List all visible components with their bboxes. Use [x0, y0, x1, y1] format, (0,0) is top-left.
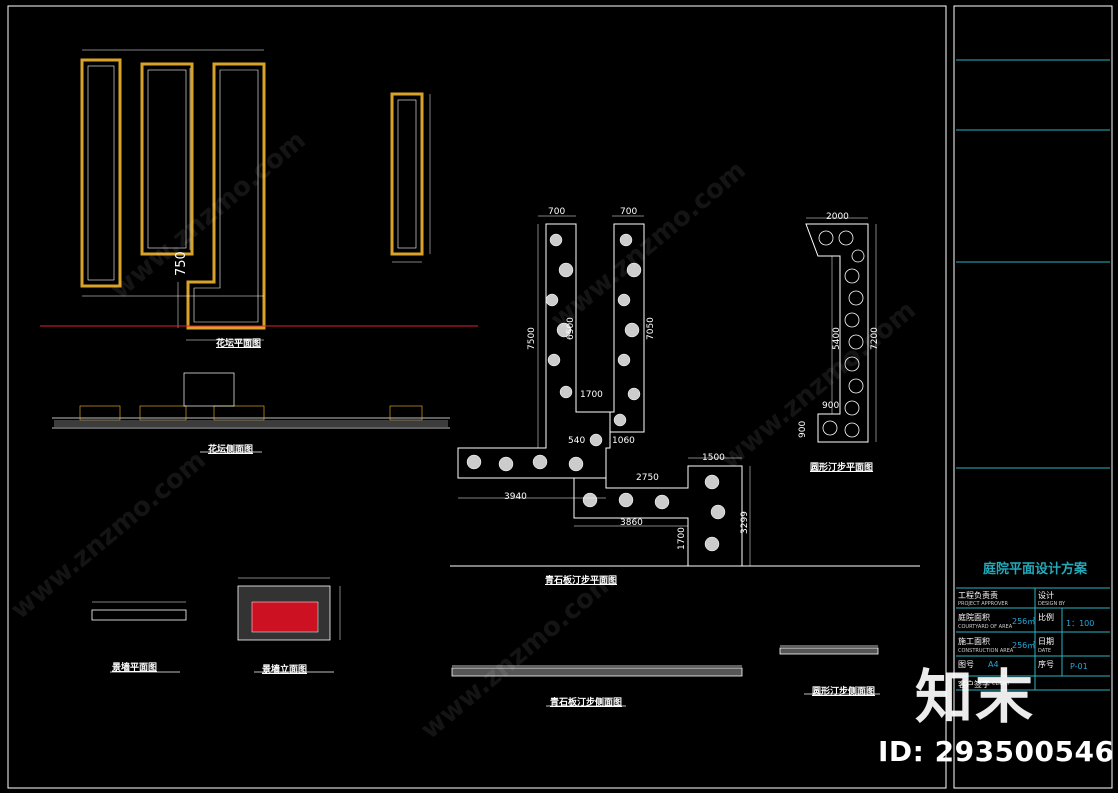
planter-plan-title: 花坛平面图: [216, 339, 262, 349]
dim-path-3940: 3940: [504, 492, 527, 502]
dim-path-7500: 7500: [527, 327, 537, 350]
stone-path-plan-title: 青石板汀步平面图: [545, 576, 618, 586]
drawing-no-value: A4: [988, 660, 999, 669]
wall-elevation: [237, 577, 341, 673]
wall-plan-title: 景墙平面图: [112, 663, 158, 673]
wall-elevation-title: 景墙立面图: [262, 665, 308, 675]
drawing-no-label: 图号: [958, 660, 974, 669]
title-block-frame: [953, 5, 1113, 789]
dim-round-5400: 5400: [832, 327, 842, 350]
title-block-lines: [956, 59, 1110, 691]
stone-path-section: [451, 665, 743, 707]
approver-label-en: PROJECT APPROVER: [958, 601, 1009, 607]
dim-path-1700b: 1700: [677, 527, 687, 550]
svg-text:www.znzmo.com: www.znzmo.com: [715, 295, 921, 475]
dim-round-7200: 7200: [870, 327, 880, 350]
seq-value: P-01: [1070, 662, 1088, 671]
date-label-en: DATE: [1038, 648, 1052, 654]
scale-label: 比例: [1038, 613, 1054, 622]
round-path-section-title: 圆形汀步侧面图: [812, 687, 876, 697]
dim-path-2750: 2750: [636, 473, 659, 483]
dim-path-1060: 1060: [612, 436, 635, 446]
dim-path-1500: 1500: [702, 453, 725, 463]
dim-path-1700: 1700: [580, 390, 603, 400]
planter-plan: [80, 58, 424, 330]
dim-planter-750: 750: [174, 251, 189, 276]
stone-path-plan: [450, 223, 920, 567]
dim-path-540: 540: [568, 436, 586, 446]
courtyard-area-label-en: COURTYARD OF AREA: [958, 624, 1013, 630]
round-path-plan-title: 圆形汀步平面图: [810, 463, 874, 473]
dim-path-6500: 6500: [566, 317, 576, 340]
dim-path-3860: 3860: [620, 518, 643, 528]
planter-dim-lines: [82, 49, 431, 341]
construction-area-label-en: CONSTRUCTION AREA: [958, 648, 1014, 654]
dim-path-7050: 7050: [646, 317, 656, 340]
svg-text:www.znzmo.com: www.znzmo.com: [105, 125, 311, 305]
dim-round-900a: 900: [822, 401, 840, 411]
courtyard-area-value: 256㎡: [1012, 617, 1036, 626]
design-label: 设计: [1038, 591, 1054, 600]
stone-path-section-title: 青石板汀步侧面图: [550, 698, 623, 708]
courtyard-area-label: 庭院面积: [958, 613, 990, 622]
id-watermark: ID: 293500546: [878, 735, 1115, 768]
planter-section-fill: [54, 420, 448, 427]
construction-area-value: 256㎡: [1012, 641, 1036, 650]
brand-watermark: 知末: [915, 663, 1036, 731]
planter-section: [52, 372, 450, 453]
dim-round-2000: 2000: [826, 212, 849, 222]
planter-plan-inner: [87, 65, 417, 323]
approver-label: 工程负责责: [958, 591, 998, 600]
outer-frame: [7, 5, 947, 789]
stone-path-stones: [466, 233, 726, 552]
date-label: 日期: [1038, 637, 1054, 646]
client-label-en: CLIENT: [992, 681, 1010, 687]
wall-plan: [91, 601, 187, 673]
round-path-dims: [806, 217, 877, 442]
round-path-circles: [818, 230, 865, 438]
planter-section-title: 花坛侧面图: [208, 445, 254, 455]
dim-path-3299: 3299: [740, 511, 750, 534]
stone-path-dims: [458, 215, 751, 566]
seq-label: 序号: [1038, 660, 1054, 669]
client-label: 客户签字: [958, 680, 990, 689]
svg-text:www.znzmo.com: www.znzmo.com: [415, 565, 621, 745]
construction-area-label: 施工面积: [958, 637, 990, 646]
design-label-en: DESIGN BY: [1038, 601, 1066, 607]
svg-text:www.znzmo.com: www.znzmo.com: [5, 445, 211, 625]
round-path-plan: [805, 223, 869, 443]
dim-path-700-right: 700: [620, 207, 638, 217]
dim-round-900b: 900: [798, 420, 808, 438]
dim-path-700-left: 700: [548, 207, 566, 217]
scale-value: 1：100: [1066, 619, 1095, 628]
project-title: 庭院平面设计方案: [982, 562, 1087, 577]
round-path-section: [779, 645, 880, 695]
